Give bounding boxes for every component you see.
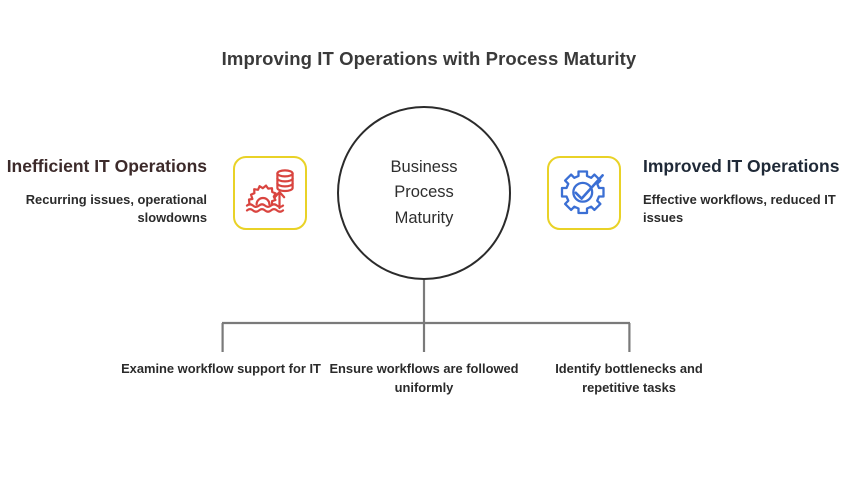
- page-title: Improving IT Operations with Process Mat…: [221, 48, 637, 69]
- center-circle-label: Business Process Maturity: [390, 158, 458, 227]
- right-subtext: Effective workflows, reduced IT issues: [643, 192, 836, 226]
- sinking-gear-database-icon: [245, 169, 294, 213]
- bottom-item-2: Identify bottlenecks and repetitive task…: [555, 361, 703, 395]
- left-heading: Inefficient IT Operations: [6, 156, 207, 176]
- right-heading: Improved IT Operations: [643, 156, 840, 176]
- center-circle: Business Process Maturity: [337, 106, 511, 280]
- bottom-item-0: Examine workflow support for IT: [121, 361, 321, 376]
- bottom-item-1: Ensure workflows are followed uniformly: [329, 361, 519, 395]
- right-text-block: Improved IT Operations Effective workflo…: [643, 154, 858, 228]
- left-subtext: Recurring issues, operational slowdowns: [25, 192, 207, 226]
- gear-checkmark-icon: [560, 170, 605, 215]
- right-icon-frame: [547, 156, 621, 230]
- left-icon-frame: [233, 156, 307, 230]
- left-text-block: Inefficient IT Operations Recurring issu…: [0, 154, 215, 228]
